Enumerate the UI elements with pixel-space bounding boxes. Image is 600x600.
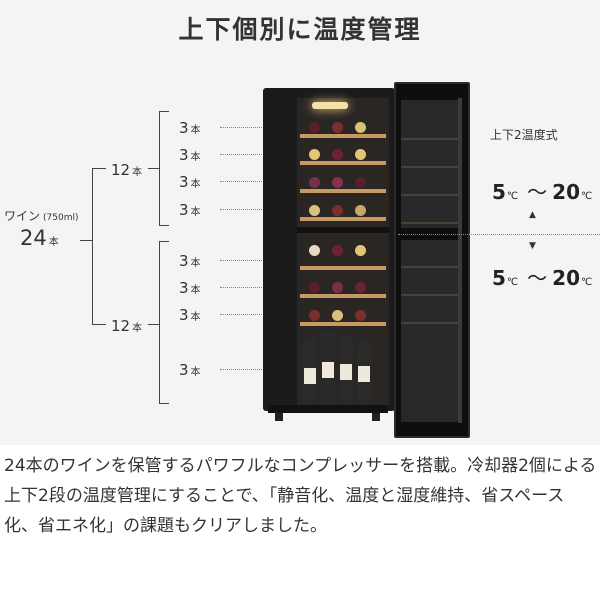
wine-bottle: [309, 177, 320, 188]
wood-shelf: [300, 189, 386, 193]
lower-temp-range: 5℃～20℃: [492, 266, 593, 290]
description-text: 24本のワインを保管するパワフルなコンプレッサーを搭載。冷却器2個による上下2段…: [4, 456, 597, 536]
shelf-leader: [220, 154, 272, 155]
triangle-up-icon: ▲: [529, 210, 536, 220]
dual-temp-label: 上下2温度式: [490, 128, 558, 142]
wine-bottle: [355, 310, 366, 321]
wine-bottle: [309, 310, 320, 321]
page-title: 上下個別に温度管理: [178, 15, 422, 44]
wine-bottle: [332, 122, 343, 133]
wine-bottle: [332, 177, 343, 188]
fridge-foot: [372, 413, 380, 421]
bracket-lower-stub: [148, 324, 159, 325]
wine-bottle: [309, 282, 320, 293]
wine-bottle: [309, 205, 320, 216]
bracket-total-stub: [80, 240, 92, 241]
wood-shelf: [300, 134, 386, 138]
door-shelf-reflection: [401, 194, 459, 196]
zone-divider-line: [398, 234, 600, 235]
interior-light: [312, 102, 348, 109]
wood-shelf: [300, 217, 386, 221]
door-shelf-reflection: [401, 222, 459, 224]
shelf-leader: [220, 181, 272, 182]
wine-bottle: [355, 149, 366, 160]
door-shelf-reflection: [401, 266, 459, 268]
standing-bottle: [303, 338, 317, 402]
bracket-upper-bottom: [159, 225, 169, 226]
shelf-leader: [220, 260, 272, 261]
shelf-leader: [220, 209, 272, 210]
wood-shelf: [300, 266, 386, 270]
wine-bottle: [309, 122, 320, 133]
bracket-lower: [159, 241, 160, 403]
door-glass-upper: [401, 100, 459, 228]
fridge-base: [268, 405, 388, 413]
wood-shelf: [300, 161, 386, 165]
door-shelf-reflection: [401, 294, 459, 296]
zone-separator: [297, 227, 389, 233]
fridge-foot: [275, 413, 283, 421]
bracket-lower-bottom: [159, 403, 169, 404]
upper-temp-range: 5℃～20℃: [492, 180, 593, 204]
wine-bottle: [355, 177, 366, 188]
wine-bottle: [332, 245, 343, 256]
standing-bottle: [321, 330, 335, 402]
standing-bottle: [339, 334, 353, 402]
standing-bottle: [357, 340, 371, 402]
wine-bottle: [332, 282, 343, 293]
wood-shelf: [300, 294, 386, 298]
bracket-lower-top: [159, 241, 169, 242]
wine-bottle: [355, 122, 366, 133]
door-glass-lower: [401, 240, 459, 422]
wine-bottle: [332, 310, 343, 321]
bracket-total-top: [92, 168, 106, 169]
bracket-total-bottom: [92, 324, 106, 325]
bracket-upper: [159, 111, 160, 225]
shelf-leader: [220, 127, 272, 128]
door-handle: [458, 98, 462, 423]
shelf-leader: [220, 369, 272, 370]
bracket-upper-top: [159, 111, 169, 112]
door-shelf-reflection: [401, 322, 459, 324]
wine-bottle: [355, 282, 366, 293]
wine-bottle: [309, 245, 320, 256]
shelf-leader: [220, 287, 272, 288]
bracket-upper-stub: [148, 168, 159, 169]
wine-bottle: [332, 149, 343, 160]
shelf-leader: [220, 314, 272, 315]
wine-bottle: [332, 205, 343, 216]
door-shelf-reflection: [401, 138, 459, 140]
wine-bottle: [309, 149, 320, 160]
triangle-down-icon: ▼: [529, 241, 536, 251]
wine-bottle: [355, 245, 366, 256]
door-shelf-reflection: [401, 166, 459, 168]
wine-bottle: [355, 205, 366, 216]
wood-shelf: [300, 322, 386, 326]
bracket-total: [92, 168, 93, 324]
wine-label: ワイン(750ml): [4, 209, 79, 223]
